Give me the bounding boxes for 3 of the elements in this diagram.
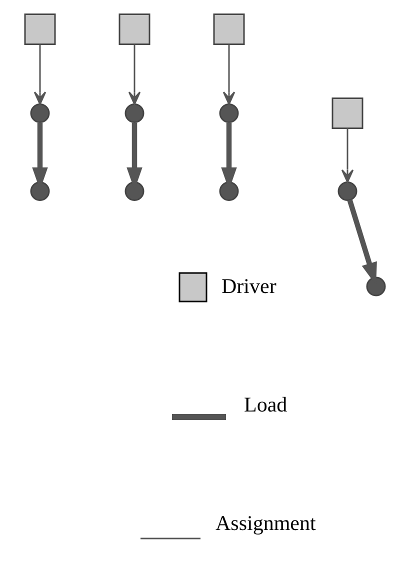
legend-label: Assignment xyxy=(215,510,316,535)
legend-label: Driver xyxy=(221,274,276,298)
legend-label: Load xyxy=(244,392,287,416)
